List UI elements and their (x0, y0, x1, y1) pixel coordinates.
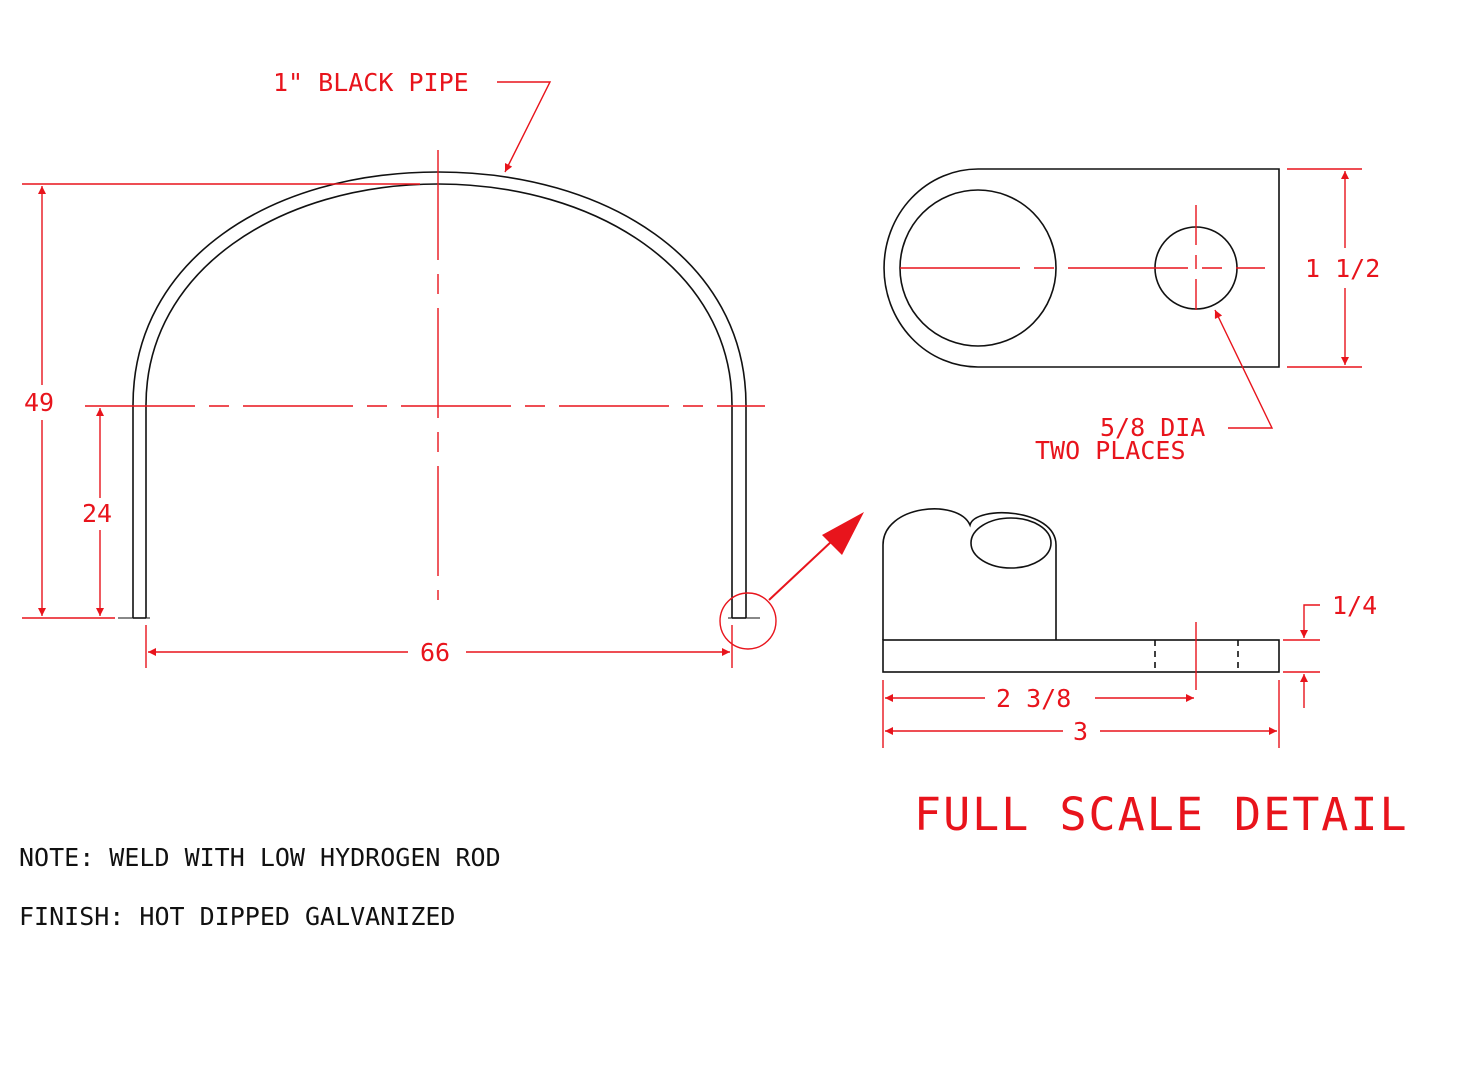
plate-thickness-label: 1/4 (1332, 591, 1377, 620)
plate-side-outline (882, 639, 1280, 673)
hole-label-line1: 5/8 DIA (1100, 413, 1205, 442)
plate-length-dimensions: 2 3/8 3 (882, 680, 1280, 748)
detail-top-view (883, 168, 1280, 368)
detail-circle (719, 592, 777, 650)
overall-height-dimension: 49 (22, 183, 420, 619)
finish-note: FINISH: HOT DIPPED GALVANIZED (19, 902, 456, 931)
detail-side-view (882, 508, 1280, 690)
leg-height-label: 24 (82, 499, 112, 528)
plate-width-dimension: 1 1/2 (1287, 168, 1380, 368)
pipe-label: 1" BLACK PIPE (273, 68, 469, 97)
hole-callout: 5/8 DIA TWO PLACES (1035, 309, 1274, 465)
detail-title: FULL SCALE DETAIL (914, 788, 1409, 841)
weld-note: NOTE: WELD WITH LOW HYDROGEN ROD (19, 843, 501, 872)
hole-leader-line (1214, 309, 1274, 429)
thickness-arrow-top (1300, 604, 1320, 638)
pipe-leader-line (497, 81, 552, 173)
pipe-outer-edge (132, 171, 747, 618)
leg-height-dimension: 24 (82, 408, 112, 616)
detail-pointer-arrowhead (822, 512, 864, 555)
detail-callout (719, 512, 864, 650)
overall-height-label: 49 (24, 388, 54, 417)
pipe-arch (118, 171, 760, 619)
hole-label-line2: TWO PLACES (1035, 436, 1186, 465)
pipe-label-callout: 1" BLACK PIPE (273, 68, 552, 173)
pipe-side-profile (882, 508, 1057, 640)
pipe-end-ellipse (970, 517, 1052, 569)
plate-width-label: 1 1/2 (1305, 254, 1380, 283)
overall-width-label: 66 (420, 638, 450, 667)
plate-thickness-dimension: 1/4 (1283, 591, 1377, 708)
hole-location-label: 2 3/8 (996, 684, 1071, 713)
plate-outline-top (883, 168, 1280, 368)
pipe-inner-edge (145, 183, 733, 618)
plate-length-label: 3 (1073, 717, 1088, 746)
overall-width-dimension: 66 (145, 625, 733, 668)
